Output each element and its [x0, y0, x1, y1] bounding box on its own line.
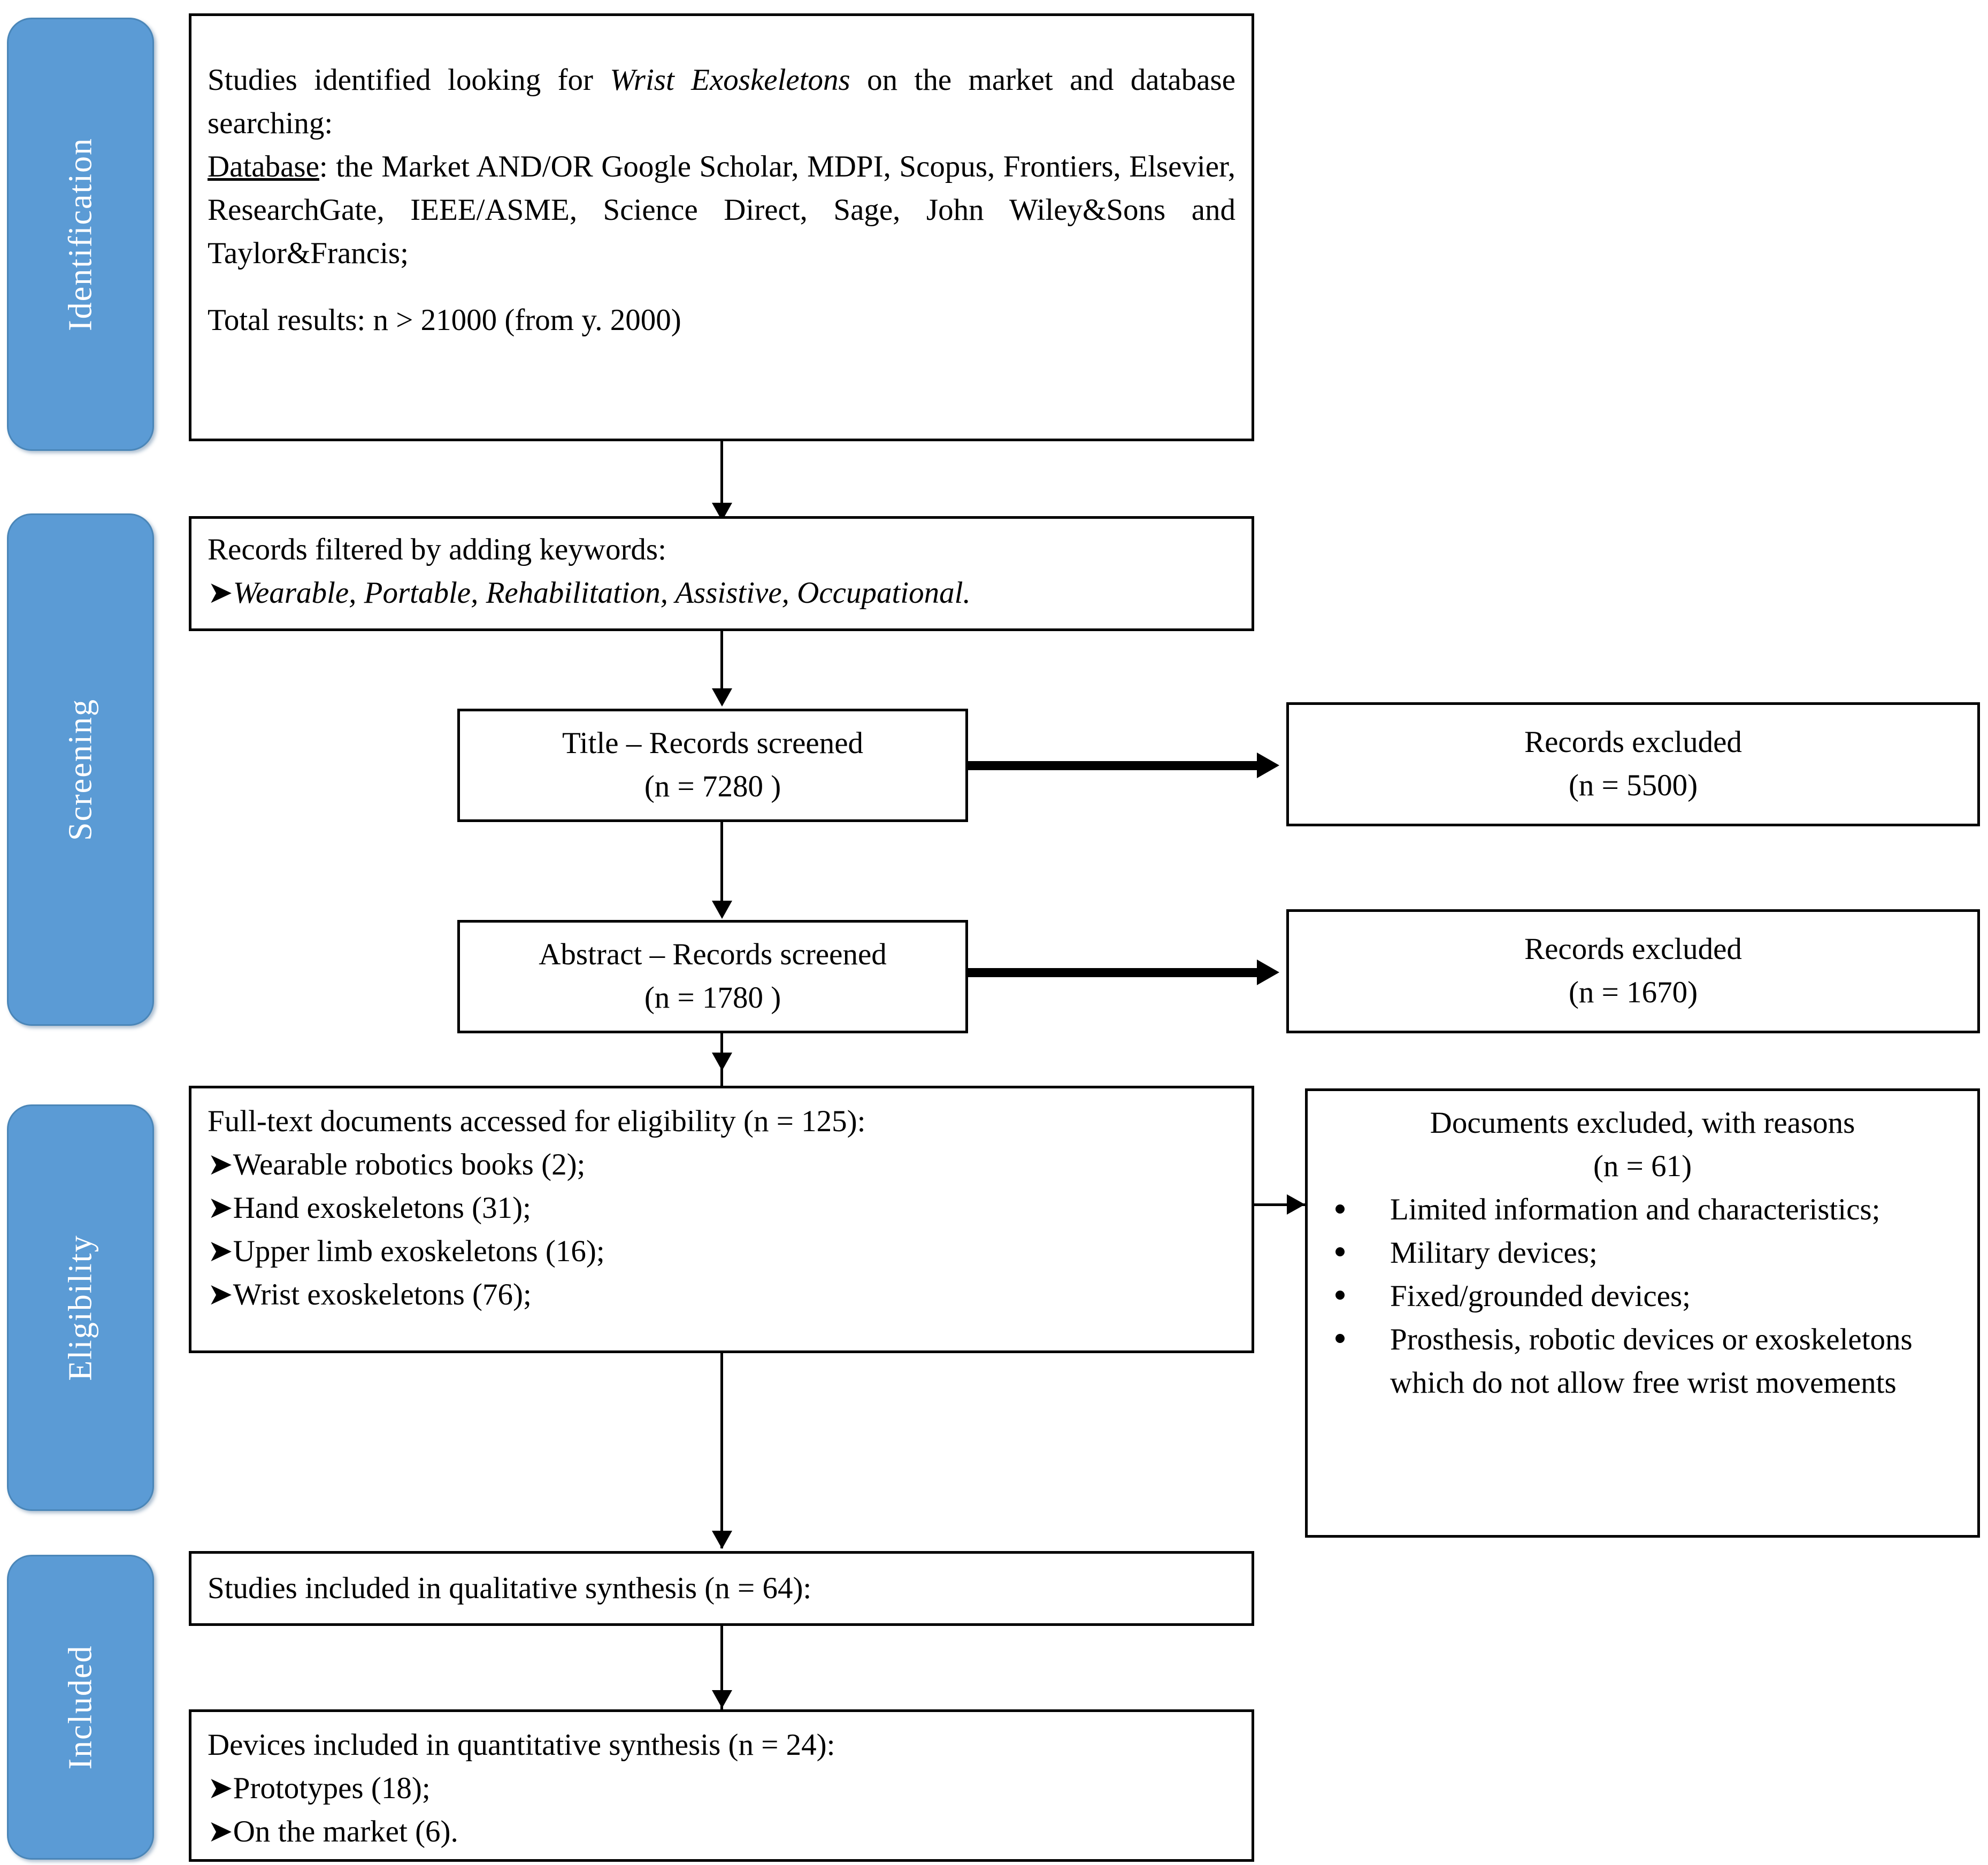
title-records-screened-box: Title – Records screened (n = 7280 ): [457, 709, 968, 822]
records-excluded-abstract-line1: Records excluded: [1524, 932, 1742, 966]
eligibility-item-2: Upper limb exoskeletons (16);: [233, 1234, 605, 1268]
identification-line1-b: on the market and database searching:: [208, 63, 1236, 140]
records-filtered-box: Records filtered by adding keywords: ➤We…: [189, 516, 1254, 631]
stage-pill-screening: Screening: [7, 513, 154, 1026]
quantitative-item-0: Prototypes (18);: [233, 1771, 431, 1805]
documents-excluded-reason-0: Limited information and characteristics;: [1390, 1192, 1880, 1226]
connector-title-to-abstract: [720, 822, 723, 905]
list-item: Prosthesis, robotic devices or exoskelet…: [1322, 1318, 1963, 1405]
title-records-screened-line1: Title – Records screened: [562, 726, 863, 761]
records-excluded-title-count: (n = 5500): [1568, 769, 1698, 802]
records-excluded-abstract-count: (n = 1670): [1568, 976, 1698, 1009]
arrow-bullet-icon: ➤: [208, 1771, 233, 1805]
abstract-records-screened-text: Abstract – Records screened (n = 1780 ): [539, 933, 887, 1020]
bullet-dot-icon: [1335, 1291, 1345, 1300]
qualitative-synthesis-text: Studies included in qualitative synthesi…: [208, 1571, 812, 1605]
bullet-dot-icon: [1335, 1247, 1345, 1257]
eligibility-item-0: Wearable robotics books (2);: [233, 1147, 586, 1181]
stage-pill-eligibility: Eligibility: [7, 1104, 154, 1511]
bullet-dot-icon: [1335, 1204, 1345, 1214]
stage-label-screening: Screening: [62, 699, 98, 841]
stage-label-eligibility: Eligibility: [62, 1234, 98, 1381]
connector-identification-to-filter: [720, 441, 723, 511]
arrow-title-to-abstract: [712, 901, 732, 919]
eligibility-box-text: Full-text documents accessed for eligibi…: [208, 1100, 1235, 1317]
identification-total-results: Total results: n > 21000 (from y. 2000): [208, 303, 681, 337]
arrow-bullet-icon: ➤: [208, 1234, 233, 1268]
stage-label-identification: Identification: [62, 137, 98, 331]
connector-abstract-to-excluded: [968, 968, 1260, 977]
arrow-bullet-icon: ➤: [208, 1277, 233, 1311]
identification-database-body: : the Market AND/OR Google Scholar, MDPI…: [208, 149, 1235, 270]
stage-pill-identification: Identification: [7, 18, 154, 451]
documents-excluded-count: (n = 61): [1593, 1149, 1692, 1183]
records-excluded-abstract-box: Records excluded (n = 1670): [1286, 909, 1980, 1033]
records-excluded-abstract-text: Records excluded (n = 1670): [1524, 928, 1742, 1015]
arrow-bullet-icon: ➤: [208, 1814, 233, 1848]
connector-eligibility-to-qualitative: [720, 1353, 723, 1548]
abstract-records-screened-box: Abstract – Records screened (n = 1780 ): [457, 920, 968, 1033]
bullet-dot-icon: [1335, 1334, 1345, 1344]
documents-excluded-line1: Documents excluded, with reasons: [1430, 1106, 1855, 1140]
quantitative-item-1: On the market (6).: [233, 1814, 458, 1848]
identification-database-label: Database: [208, 149, 319, 183]
list-item: Limited information and characteristics;: [1322, 1188, 1963, 1232]
title-records-screened-count: (n = 7280 ): [644, 770, 781, 803]
records-filtered-text: Records filtered by adding keywords: ➤We…: [208, 528, 1235, 615]
eligibility-item-3: Wrist exoskeletons (76);: [233, 1277, 532, 1311]
records-filtered-heading: Records filtered by adding keywords:: [208, 533, 666, 566]
list-item: Military devices;: [1322, 1232, 1963, 1275]
documents-excluded-box: Documents excluded, with reasons (n = 61…: [1305, 1088, 1980, 1538]
identification-line1-italic: Wrist Exoskeletons: [610, 63, 850, 97]
connector-eligibility-to-documents-excluded: [1254, 1203, 1313, 1206]
arrow-title-to-excluded: [1257, 753, 1279, 778]
abstract-records-screened-line1: Abstract – Records screened: [539, 938, 887, 972]
records-excluded-title-box: Records excluded (n = 5500): [1286, 702, 1980, 826]
arrow-qualitative-to-quantitative: [712, 1690, 732, 1708]
documents-excluded-reason-list: Limited information and characteristics;…: [1322, 1188, 1963, 1405]
records-excluded-title-line1: Records excluded: [1524, 725, 1742, 759]
identification-box: Studies identified looking for Wrist Exo…: [189, 13, 1254, 441]
arrow-eligibility-to-qualitative: [712, 1531, 732, 1549]
documents-excluded-reason-1: Military devices;: [1390, 1235, 1598, 1270]
arrow-eligibility-to-documents-excluded: [1287, 1194, 1305, 1215]
quantitative-synthesis-text: Devices included in quantitative synthes…: [208, 1724, 1235, 1854]
arrow-abstract-to-eligibility: [712, 1053, 732, 1071]
records-excluded-title-text: Records excluded (n = 5500): [1524, 721, 1742, 808]
identification-box-text: Studies identified looking for Wrist Exo…: [208, 59, 1235, 342]
eligibility-item-1: Hand exoskeletons (31);: [233, 1191, 531, 1225]
list-item: Fixed/grounded devices;: [1322, 1275, 1963, 1318]
documents-excluded-heading-text: Documents excluded, with reasons (n = 61…: [1322, 1102, 1963, 1188]
connector-filter-to-title: [720, 631, 723, 693]
arrow-bullet-icon: ➤: [208, 1147, 233, 1181]
quantitative-heading: Devices included in quantitative synthes…: [208, 1728, 835, 1762]
stage-label-included: Included: [62, 1645, 98, 1770]
connector-abstract-to-eligibility: [720, 1033, 723, 1111]
stage-pill-included: Included: [7, 1555, 154, 1860]
documents-excluded-reason-2: Fixed/grounded devices;: [1390, 1279, 1691, 1313]
arrow-abstract-to-excluded: [1257, 960, 1279, 985]
eligibility-heading: Full-text documents accessed for eligibi…: [208, 1104, 866, 1138]
eligibility-box: Full-text documents accessed for eligibi…: [189, 1086, 1254, 1353]
connector-qualitative-to-quantitative: [720, 1626, 723, 1711]
identification-line1-a: Studies identified looking for: [208, 63, 610, 97]
documents-excluded-reason-3: Prosthesis, robotic devices or exoskelet…: [1390, 1322, 1913, 1400]
arrow-bullet-icon: ➤: [208, 575, 233, 610]
qualitative-synthesis-box: Studies included in qualitative synthesi…: [189, 1551, 1254, 1626]
title-records-screened-text: Title – Records screened (n = 7280 ): [562, 722, 863, 809]
records-filtered-keywords: Wearable, Portable, Rehabilitation, Assi…: [233, 575, 971, 610]
quantitative-synthesis-box: Devices included in quantitative synthes…: [189, 1709, 1254, 1862]
identification-spacer: [208, 275, 1235, 299]
arrow-bullet-icon: ➤: [208, 1191, 233, 1225]
connector-title-to-excluded: [968, 761, 1260, 770]
arrow-filter-to-title: [712, 688, 732, 707]
abstract-records-screened-count: (n = 1780 ): [644, 981, 781, 1015]
